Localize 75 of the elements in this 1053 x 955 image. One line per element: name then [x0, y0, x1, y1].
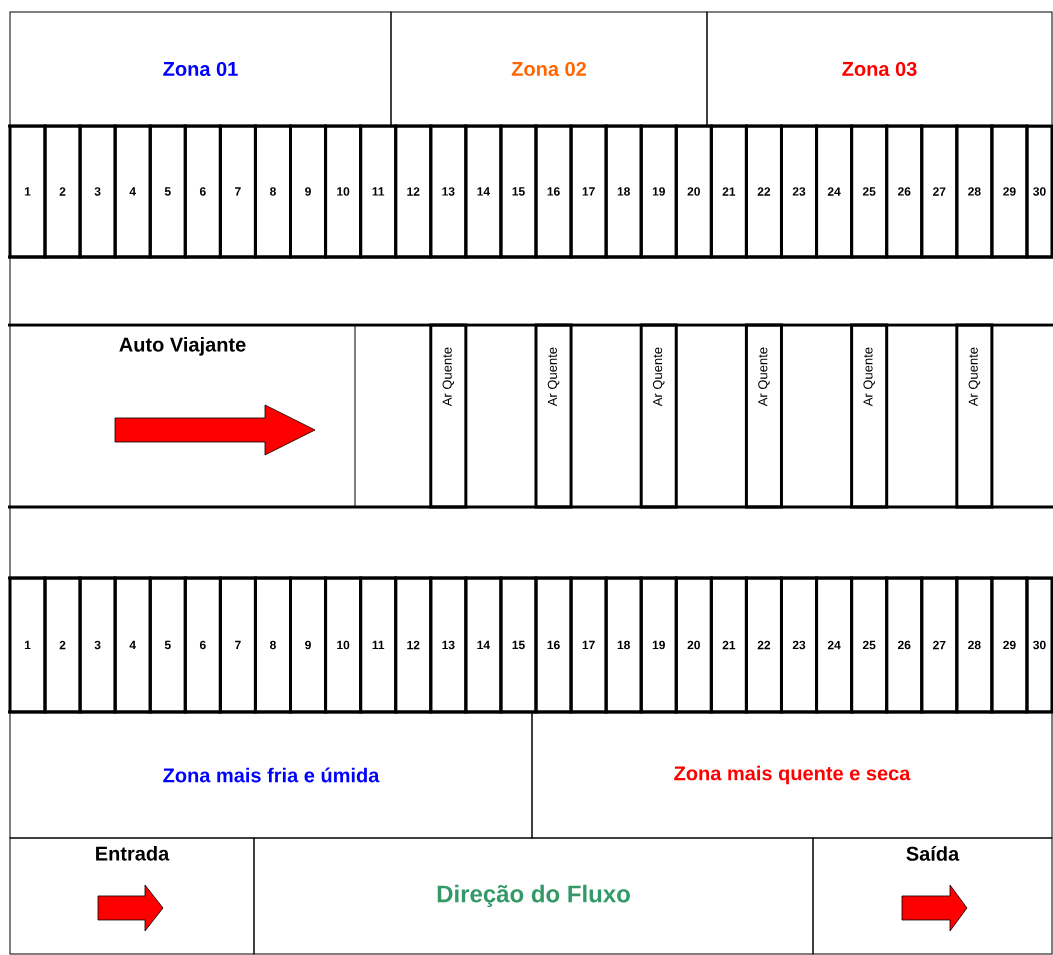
slot-cell: 3	[78, 124, 117, 259]
slot-cell: 30	[1025, 124, 1053, 259]
slot-cell: 11	[359, 124, 398, 259]
slot-cell: 29	[990, 576, 1029, 714]
slot-cell: 18	[604, 124, 643, 259]
slot-cell: 25	[850, 124, 889, 259]
slot-cell: 21	[709, 576, 748, 714]
zone-box: Zona 01	[9, 11, 392, 127]
slot-cell: 17	[569, 576, 608, 714]
slot-cell: 3	[78, 576, 117, 714]
slot-cell: 23	[779, 576, 819, 714]
travel-zone-box: Auto Viajante	[9, 324, 356, 508]
zone-box: Zona mais fria e úmida	[9, 711, 533, 839]
hot-air-column: Ar Quente	[639, 323, 678, 509]
slot-cell: 28	[955, 576, 994, 714]
slot-cell: 15	[499, 576, 538, 714]
slot-cell: 14	[464, 576, 503, 714]
slot-cell: 6	[183, 124, 222, 259]
slot-cell: 12	[394, 124, 433, 259]
entry-box: Entrada	[9, 837, 255, 955]
slot-cell: 19	[639, 576, 678, 714]
slot-cell: 12	[394, 576, 433, 714]
slot-cell: 24	[815, 576, 854, 714]
slot-cell: 21	[709, 124, 748, 259]
slot-cell: 18	[604, 576, 643, 714]
slot-cell: 15	[499, 124, 538, 259]
slot-cell: 2	[43, 124, 82, 259]
slot-cell: 25	[850, 576, 889, 714]
slot-cell: 13	[429, 576, 468, 714]
hot-air-column: Ar Quente	[744, 323, 783, 509]
slot-cell: 16	[534, 124, 573, 259]
exit-box: Saída	[812, 837, 1053, 955]
hot-air-column: Ar Quente	[850, 323, 889, 509]
slot-cell: 22	[744, 124, 783, 259]
slot-cell: 19	[639, 124, 678, 259]
flow-direction-box: Direção do Fluxo	[253, 837, 814, 955]
slot-cell: 1	[8, 576, 47, 714]
slot-cell: 27	[920, 124, 959, 259]
slot-cell: 28	[955, 124, 994, 259]
slot-cell: 29	[990, 124, 1029, 259]
slot-cell: 5	[148, 576, 187, 714]
slot-cell: 13	[429, 124, 468, 259]
slot-cell: 20	[674, 576, 713, 714]
slot-cell: 5	[148, 124, 187, 259]
slot-cell: 26	[885, 124, 924, 259]
hot-air-column: Ar Quente	[534, 323, 573, 509]
slot-cell: 23	[779, 124, 819, 259]
slot-cell: 22	[744, 576, 783, 714]
slot-cell: 4	[113, 576, 152, 714]
zone-box: Zona 03	[706, 11, 1053, 127]
slot-cell: 8	[253, 576, 292, 714]
slot-cell: 26	[885, 576, 924, 714]
slot-cell: 7	[218, 124, 257, 259]
slot-cell: 27	[920, 576, 959, 714]
slot-cell: 16	[534, 576, 573, 714]
slot-cell: 17	[569, 124, 608, 259]
slot-cell: 11	[359, 576, 398, 714]
slot-cell: 30	[1025, 576, 1053, 714]
slot-cell: 14	[464, 124, 503, 259]
slot-cell: 20	[674, 124, 713, 259]
hot-air-column: Ar Quente	[429, 323, 468, 509]
slot-cell: 10	[324, 124, 363, 259]
hot-air-column: Ar Quente	[955, 323, 994, 509]
slot-cell: 9	[289, 124, 328, 259]
zone-box: Zona mais quente e seca	[531, 711, 1053, 839]
slot-cell: 24	[815, 124, 854, 259]
slot-cell: 10	[324, 576, 363, 714]
slot-cell: 9	[289, 576, 328, 714]
slot-cell: 2	[43, 576, 82, 714]
slot-cell: 6	[183, 576, 222, 714]
slot-cell: 1	[8, 124, 47, 259]
slot-cell: 4	[113, 124, 152, 259]
zone-box: Zona 02	[390, 11, 708, 127]
slot-cell: 8	[253, 124, 292, 259]
slot-cell: 7	[218, 576, 257, 714]
